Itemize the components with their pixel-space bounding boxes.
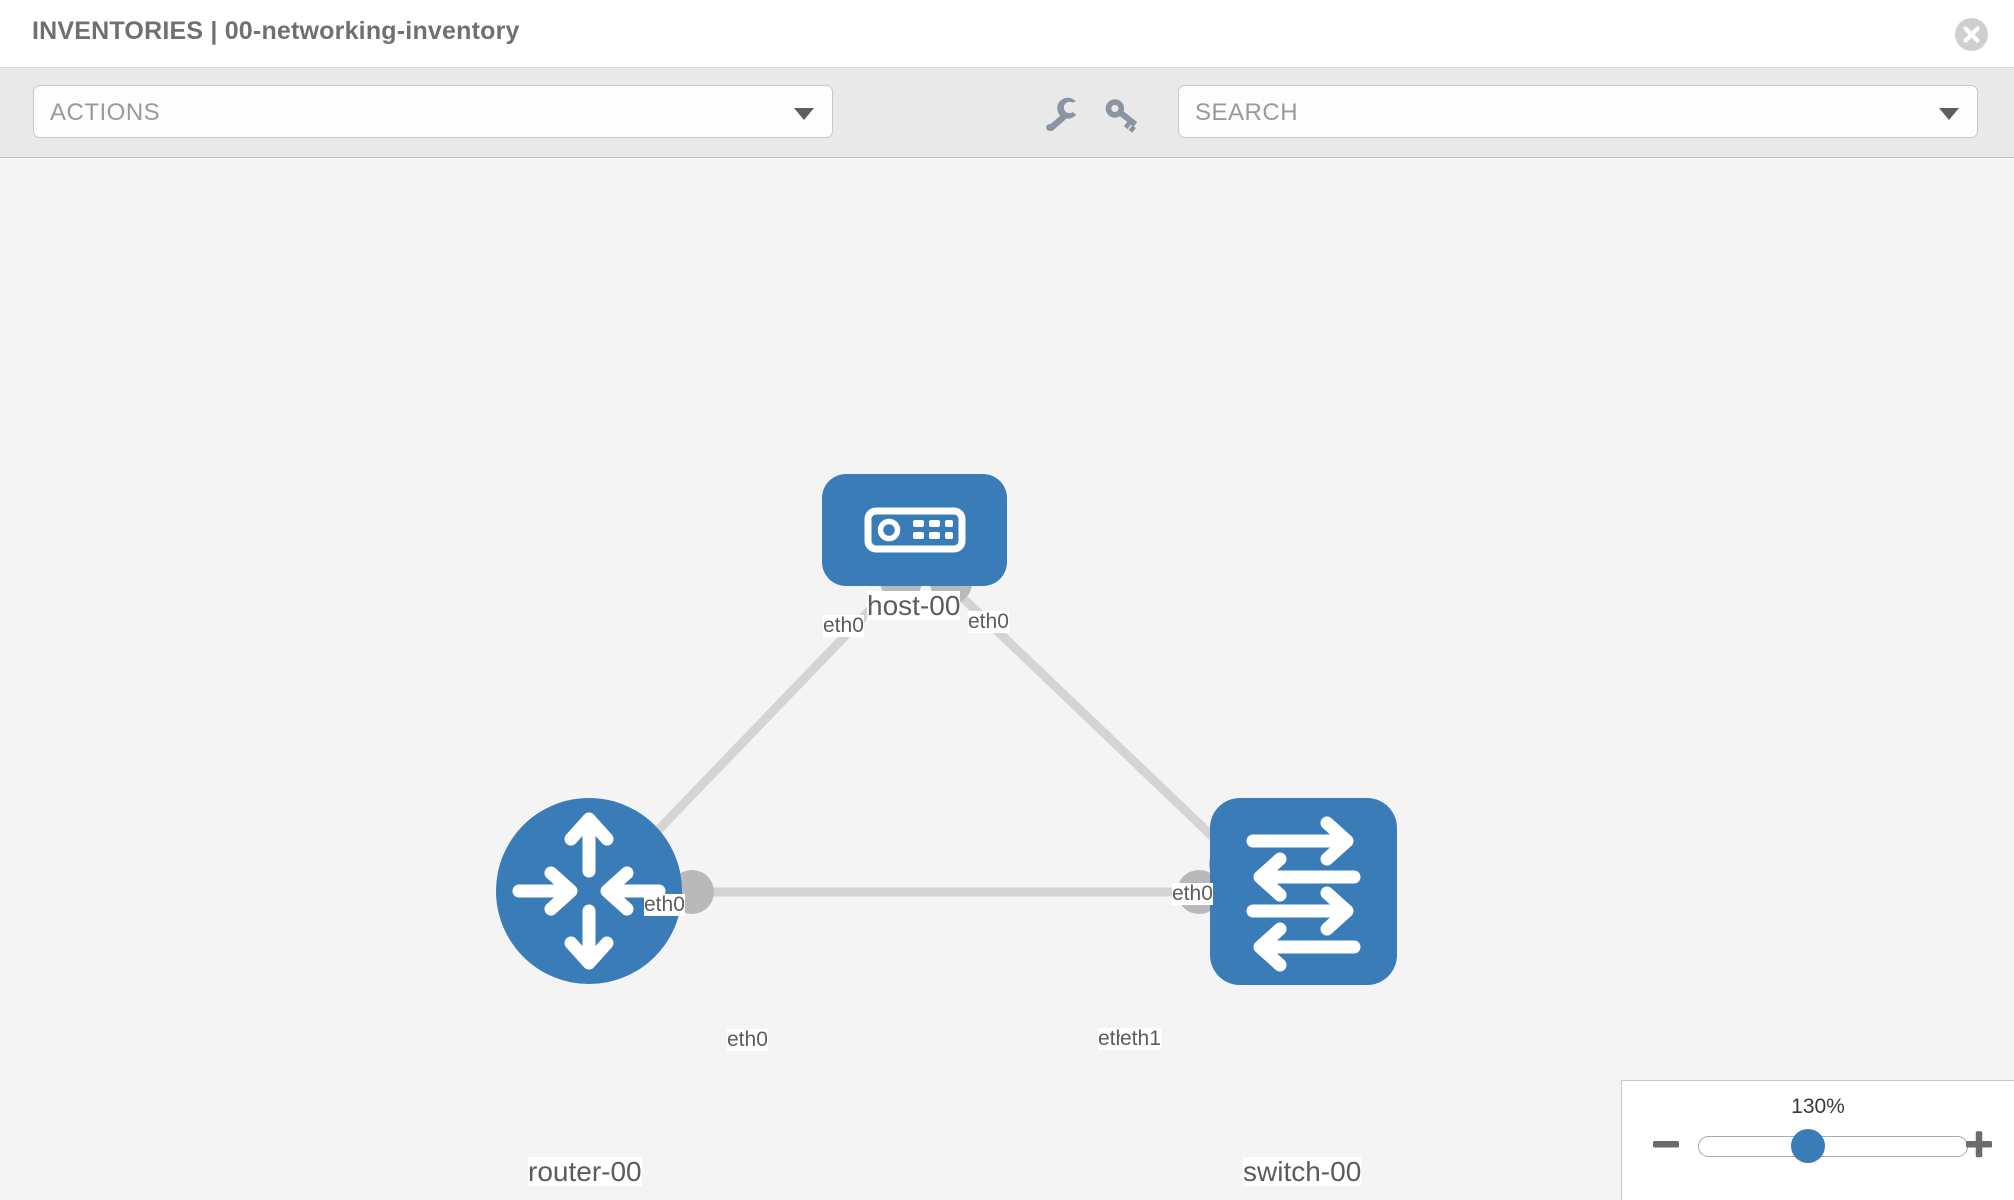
- zoom-level-value: 130%: [1791, 1095, 1845, 1118]
- key-icon[interactable]: [1100, 92, 1144, 136]
- interface-label-host-eth0-left: eth0: [823, 614, 864, 638]
- interface-label-switch-eth1: eth1: [1120, 1027, 1161, 1051]
- node-switch-00[interactable]: [1210, 798, 1397, 985]
- topology-graph: [496, 474, 1397, 985]
- search-placeholder: SEARCH: [1195, 99, 1299, 126]
- interface-label-host-eth0-right: eth0: [968, 610, 1009, 634]
- zoom-out-button[interactable]: [1651, 1129, 1681, 1159]
- zoom-in-button[interactable]: [1964, 1129, 1994, 1159]
- actions-dropdown[interactable]: ACTIONS: [33, 85, 833, 138]
- close-circle-icon[interactable]: [1955, 18, 1988, 51]
- interface-label-switch-host-eth0: eth0: [1172, 882, 1213, 906]
- chevron-down-icon: [1939, 108, 1959, 120]
- page-title: INVENTORIES | 00-networking-inventory: [32, 17, 520, 45]
- wrench-icon[interactable]: [1040, 92, 1084, 136]
- actions-dropdown-label: ACTIONS: [50, 99, 161, 126]
- search-input[interactable]: SEARCH: [1178, 85, 1978, 138]
- node-router-00[interactable]: [496, 798, 682, 984]
- node-label-router-00: router-00: [528, 1156, 642, 1187]
- toolbar: ACTIONS SEARCH: [0, 68, 2014, 158]
- node-label-host-00: host-00: [867, 590, 961, 621]
- page-header: INVENTORIES | 00-networking-inventory: [0, 0, 2014, 68]
- node-label-switch-00: switch-00: [1243, 1156, 1362, 1187]
- zoom-control-panel: 130%: [1621, 1080, 2014, 1200]
- interface-label-router-eth0: eth0: [727, 1028, 768, 1052]
- topology-canvas[interactable]: host-00 router-00 switch-00 eth0 eth0 et…: [0, 159, 2014, 1200]
- node-host-00[interactable]: [822, 474, 1007, 586]
- chevron-down-icon: [794, 108, 814, 120]
- zoom-slider-track[interactable]: [1698, 1136, 1968, 1157]
- interface-label-router-host-eth0: eth0: [644, 893, 685, 917]
- zoom-slider-thumb[interactable]: [1791, 1129, 1825, 1163]
